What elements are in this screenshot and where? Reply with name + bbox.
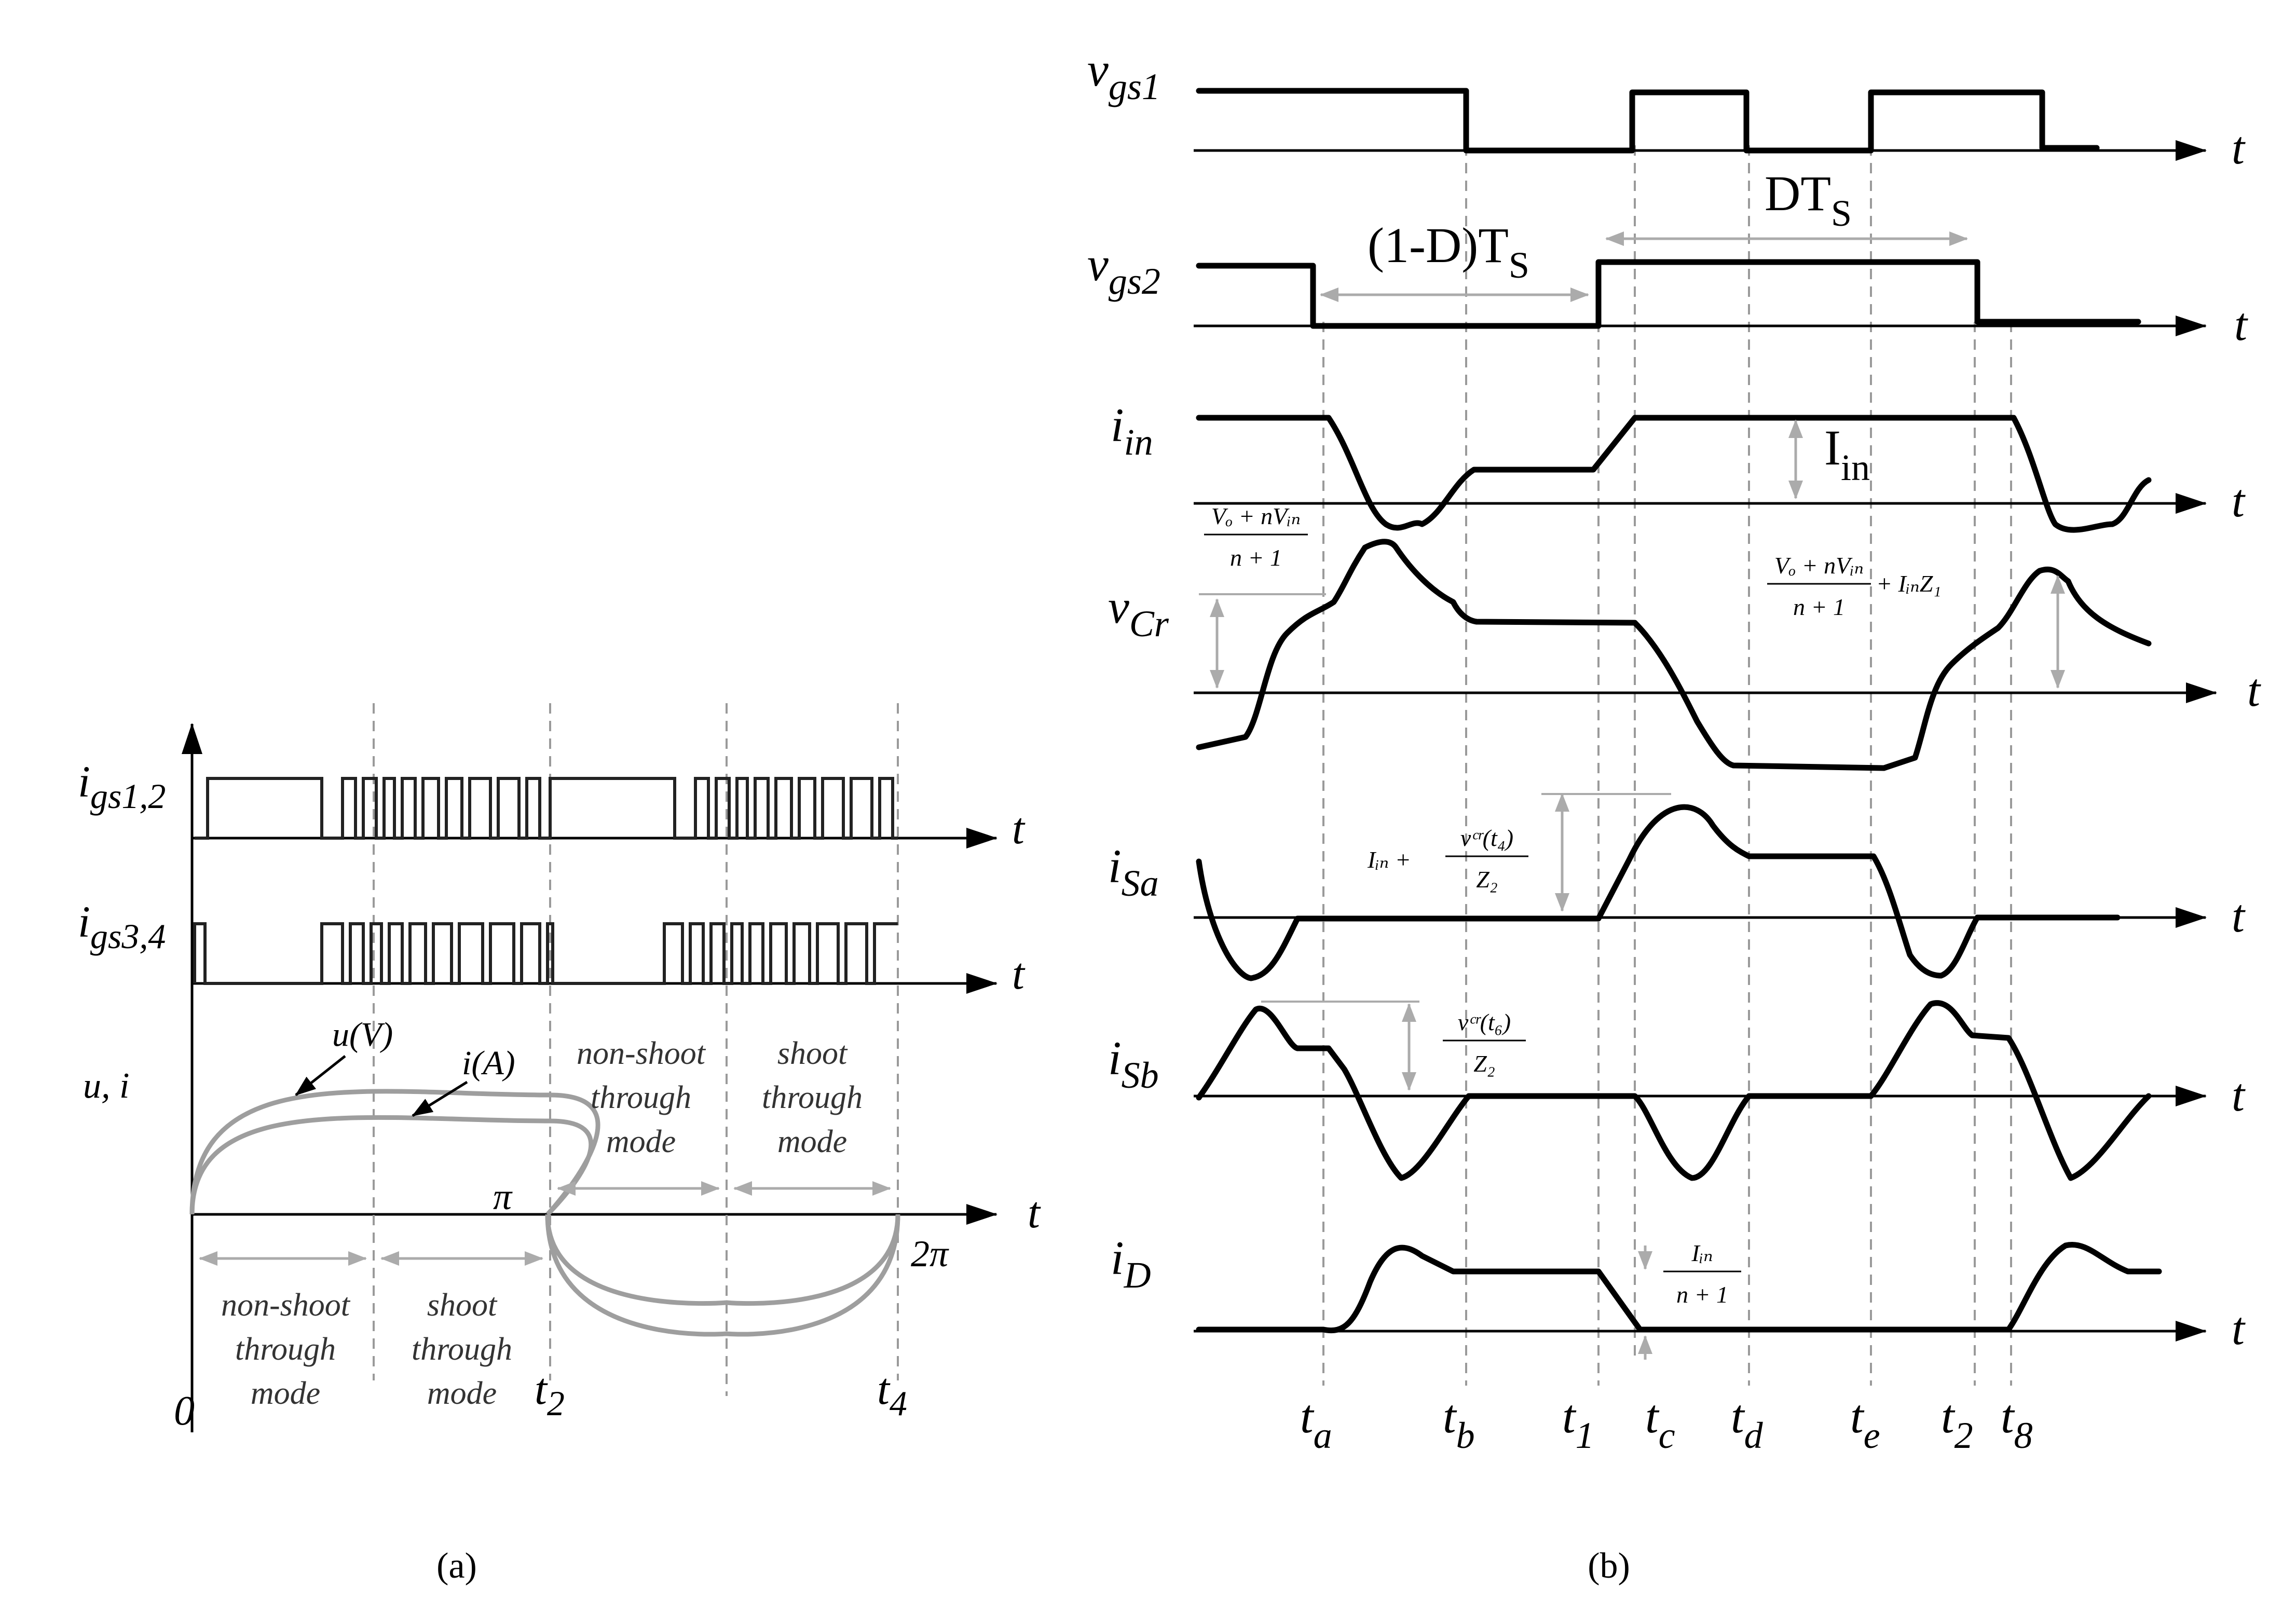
t-label: t (2232, 1070, 2246, 1121)
vgs1-waveform (1196, 88, 2100, 154)
t-label: t (2232, 475, 2246, 527)
time-t2-label: t2 (535, 1364, 565, 1423)
time-label-tc: tc (1645, 1390, 1675, 1456)
pi-label: π (493, 1176, 513, 1217)
svg-text:vgs2: vgs2 (1087, 238, 1160, 302)
two-pi-label: 2π (911, 1233, 949, 1275)
svg-text:Vₒ + nVᵢₙ: Vₒ + nVᵢₙ (1211, 503, 1301, 529)
region-label-lower-2: shoot through mode (412, 1288, 512, 1411)
id-fraction: Iᵢₙ n + 1 (1663, 1240, 1741, 1308)
svg-text:non-shoot: non-shoot (577, 1036, 706, 1071)
isb-waveform (1196, 1000, 2152, 1181)
svg-text:n + 1: n + 1 (1793, 594, 1845, 620)
iin-waveform (1196, 415, 2152, 533)
region-label-upper-1: non-shoot through mode (577, 1036, 706, 1159)
svg-text:vgs1: vgs1 (1087, 43, 1160, 107)
time-label-tb: tb (1443, 1390, 1475, 1456)
panel-b: vgs1 vgs2 iin vCr iSa iSb iD t t t t t t… (1087, 43, 2261, 1586)
time-t4-label: t4 (877, 1364, 907, 1423)
t-label: t (2232, 1303, 2246, 1354)
panel-a-caption: (a) (436, 1546, 477, 1586)
i-curve (189, 1115, 594, 1216)
u-curve-label: u(V) (332, 1016, 393, 1053)
panel-a: u(V) i(A) igs1,2 igs3,4 u, i t t t π 2π … (78, 703, 1041, 1586)
t-label: t (2232, 122, 2246, 174)
isa-waveform (1196, 804, 2121, 981)
svg-text:through: through (591, 1080, 691, 1115)
svg-text:mode: mode (777, 1124, 847, 1159)
iin-label: iin (1111, 399, 1153, 463)
svg-text:shoot: shoot (777, 1036, 848, 1071)
time-zero-label: 0 (174, 1388, 195, 1434)
t-label: t (1012, 803, 1026, 853)
svg-text:non-shoot: non-shoot (221, 1288, 351, 1323)
i-pointer-arrow (412, 1080, 468, 1117)
svg-text:mode: mode (251, 1376, 320, 1411)
isa-label: iSa (1108, 840, 1159, 904)
t-label: t (1028, 1187, 1041, 1237)
time-label-td: td (1731, 1390, 1764, 1456)
iin-amplitude-label: Iin (1824, 420, 1870, 488)
id-label: iD (1111, 1231, 1151, 1296)
vcr-right-fraction: Vₒ + nVᵢₙ n + 1 + IᵢₙZ₁ (1767, 552, 1941, 620)
svg-text:through: through (235, 1332, 336, 1367)
t-label: t (2234, 299, 2248, 350)
i-curve-negative (545, 1214, 900, 1306)
svg-text:iSa: iSa (1108, 840, 1159, 904)
svg-text:n + 1: n + 1 (1676, 1281, 1728, 1308)
gs34-label: igs3,4 (78, 897, 166, 956)
svg-text:Z₂: Z₂ (1473, 1050, 1495, 1077)
i-curve-label: i(A) (462, 1044, 515, 1082)
svg-text:Z₂: Z₂ (1476, 866, 1498, 893)
svg-text:+ IᵢₙZ₁: + IᵢₙZ₁ (1876, 570, 1941, 597)
gs12-label: igs1,2 (78, 757, 166, 816)
u-curve-negative (545, 1214, 900, 1337)
panel-b-caption: (b) (1588, 1546, 1630, 1586)
svg-text:vᶜʳ(t₆): vᶜʳ(t₆) (1458, 1009, 1511, 1035)
time-label-ta: ta (1300, 1390, 1332, 1456)
time-label-t8: t8 (2001, 1390, 2033, 1456)
t-label: t (2247, 665, 2261, 716)
svg-text:vᶜʳ(t₄): vᶜʳ(t₄) (1460, 825, 1513, 851)
svg-text:through: through (412, 1332, 512, 1367)
dts-label: DTS (1765, 166, 1852, 234)
t-label: t (2232, 891, 2246, 942)
u-curve (189, 1089, 600, 1216)
time-label-te: te (1850, 1390, 1880, 1456)
svg-text:vCr: vCr (1108, 580, 1169, 645)
vgs2-label: vgs2 (1087, 238, 1160, 302)
isb-fraction: vᶜʳ(t₆) Z₂ (1443, 1009, 1526, 1077)
vcr-left-fraction: Vₒ + nVᵢₙ n + 1 (1204, 503, 1308, 571)
t-label: t (1012, 949, 1026, 998)
one-minus-d-label: (1-D)TS (1368, 217, 1529, 286)
svg-text:mode: mode (427, 1376, 497, 1411)
svg-text:Iᵢₙ +: Iᵢₙ + (1367, 846, 1411, 873)
u-pointer-arrow (295, 1055, 346, 1096)
ui-label: u, i (83, 1066, 129, 1106)
svg-text:through: through (762, 1080, 863, 1115)
svg-text:iin: iin (1111, 399, 1153, 463)
id-waveform (1196, 1242, 2162, 1334)
isb-label: iSb (1108, 1032, 1159, 1096)
svg-text:mode: mode (606, 1124, 676, 1159)
gs34-pulse-train (193, 922, 898, 985)
time-labels: ta tb t1 tc td te t2 t8 (1300, 1390, 2033, 1456)
svg-text:Vₒ + nVᵢₙ: Vₒ + nVᵢₙ (1774, 552, 1864, 579)
vgs2-waveform (1196, 259, 2141, 329)
isa-fraction: Iᵢₙ + vᶜʳ(t₄) Z₂ (1367, 825, 1528, 893)
svg-text:n + 1: n + 1 (1230, 544, 1282, 571)
gs12-pulse-train (195, 777, 898, 840)
region-label-lower-1: non-shoot through mode (221, 1288, 351, 1411)
time-label-t1: t1 (1562, 1390, 1594, 1456)
svg-text:iD: iD (1111, 1231, 1151, 1296)
vcr-waveform (1196, 539, 2152, 771)
svg-text:Iᵢₙ: Iᵢₙ (1691, 1240, 1713, 1266)
svg-text:shoot: shoot (427, 1288, 498, 1323)
vcr-label: vCr (1108, 580, 1169, 645)
svg-text:iSb: iSb (1108, 1032, 1159, 1096)
vgs1-label: vgs1 (1087, 43, 1160, 107)
region-label-upper-2: shoot through mode (762, 1036, 863, 1159)
time-label-t2: t2 (1941, 1390, 1973, 1456)
